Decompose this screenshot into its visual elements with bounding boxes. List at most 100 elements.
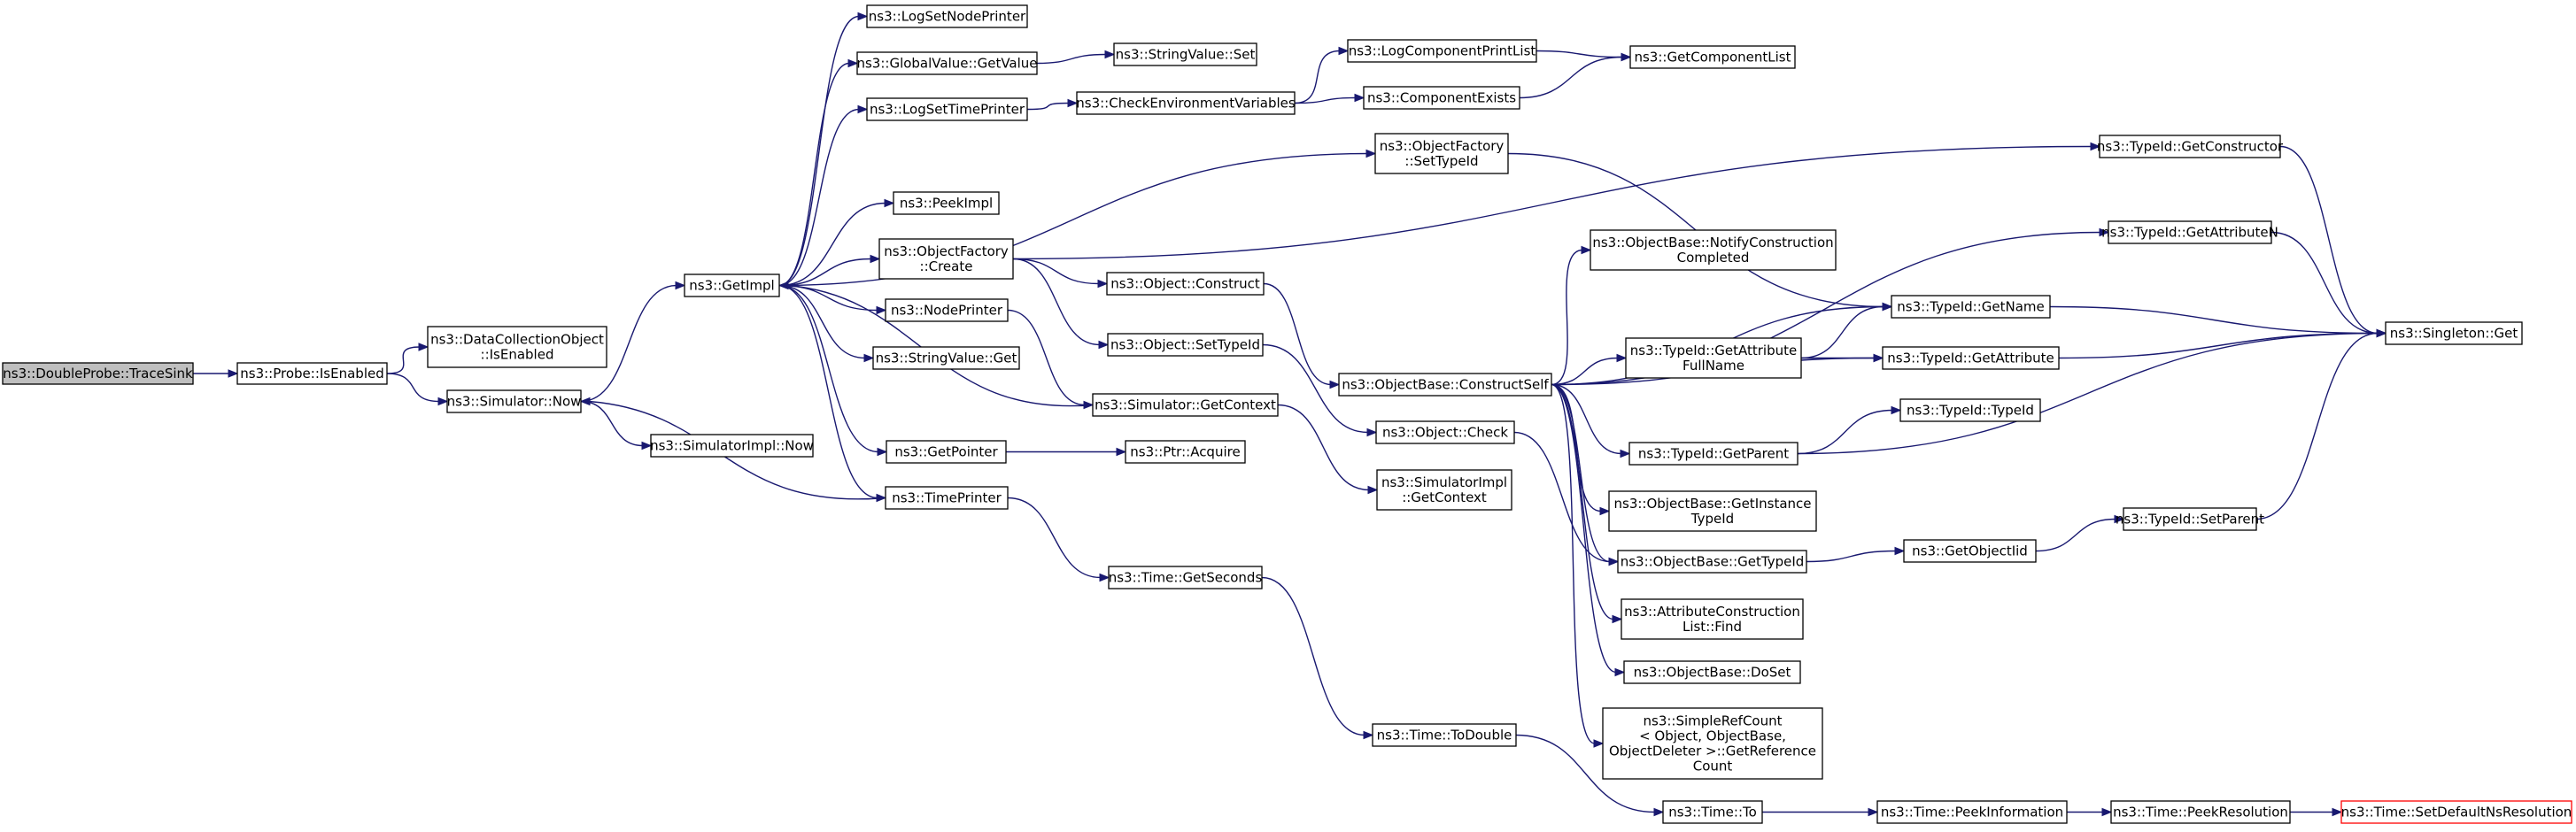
arrowhead [1621, 52, 1632, 62]
node-box [2123, 507, 2257, 531]
arrowhead [777, 281, 789, 290]
arrowhead [1882, 302, 1893, 312]
call-edge [1294, 96, 1357, 104]
arrowhead [1608, 557, 1620, 566]
graph-node-nodePrinter[interactable]: ns3::NodePrinter [885, 298, 1009, 322]
graph-node-obNotify[interactable]: ns3::ObjectBase::NotifyConstructionCompl… [1590, 229, 1837, 271]
call-edge [1797, 409, 1893, 455]
graph-node-isEnabled[interactable]: ns3::Probe::IsEnabled [236, 362, 388, 385]
graph-node-timeSetDefault[interactable]: ns3::Time::SetDefaultNsResolution [2340, 800, 2572, 824]
arrowhead [675, 281, 686, 290]
graph-node-simImplNow[interactable]: ns3::SimulatorImpl::Now [650, 434, 814, 458]
graph-node-getImpl[interactable]: ns3::GetImpl [684, 273, 780, 297]
graph-node-tidGetParent[interactable]: ns3::TypeId::GetParent [1628, 442, 1799, 466]
graph-node-tidTypeId[interactable]: ns3::TypeId::TypeId [1899, 398, 2041, 422]
call-edge [1513, 431, 1611, 563]
graph-node-ptrAcquire[interactable]: ns3::Ptr::Acquire [1125, 440, 1246, 464]
graph-node-tidGetName[interactable]: ns3::TypeId::GetName [1891, 295, 2051, 319]
graph-node-simImplGetContext[interactable]: ns3::SimulatorImpl::GetContext [1376, 469, 1512, 511]
graph-node-tidSetParent[interactable]: ns3::TypeId::SetParent [2116, 507, 2264, 531]
graph-node-logCompPrintList[interactable]: ns3::LogComponentPrintList [1347, 39, 1537, 63]
graph-node-tidGetAttribute[interactable]: ns3::TypeId::GetAttribute [1882, 346, 2060, 370]
graph-node-timeGetSeconds[interactable]: ns3::Time::GetSeconds [1108, 566, 1263, 589]
arrowhead [2101, 807, 2113, 817]
call-edge [2035, 518, 2116, 552]
graph-node-objCheck[interactable]: ns3::Object::Check [1375, 420, 1515, 444]
call-edge [1551, 357, 1619, 386]
arrowhead [228, 369, 239, 378]
arrowhead [2090, 142, 2101, 151]
node-label: ::IsEnabled [481, 346, 554, 362]
call-edge [386, 346, 421, 374]
call-edge [1551, 249, 1583, 386]
graph-node-checkEnv[interactable]: ns3::CheckEnvironmentVariables [1076, 91, 1296, 115]
call-edge [1262, 343, 1369, 434]
graph-node-objConstruct[interactable]: ns3::Object::Construct [1106, 272, 1265, 296]
node-label: ns3::ObjectBase::DoSet [1634, 664, 1791, 680]
call-edge [580, 284, 677, 403]
call-edge [588, 400, 886, 500]
node-label: ::SetTypeId [1404, 153, 1478, 169]
node-label: List::Find [1683, 619, 1742, 635]
node-label: ns3::LogComponentPrintList [1349, 42, 1536, 58]
arrowhead [1099, 573, 1110, 582]
graph-node-logSetNodePrinter[interactable]: ns3::LogSetNodePrinter [866, 4, 1028, 28]
call-edge [778, 202, 886, 287]
arrowhead [1868, 807, 1879, 817]
graph-node-gvGetValue[interactable]: ns3::GlobalValue::GetValue [856, 51, 1038, 75]
arrowhead [1116, 447, 1127, 457]
graph-node-traceSink[interactable]: ns3::DoubleProbe::TraceSink [2, 362, 194, 385]
node-box [893, 191, 1000, 215]
graph-node-svSet[interactable]: ns3::StringValue::Set [1113, 42, 1257, 66]
graph-node-obGetTypeId[interactable]: ns3::ObjectBase::GetTypeId [1617, 550, 1807, 574]
graph-node-timePeekInfo[interactable]: ns3::Time::PeekInformation [1876, 800, 2068, 824]
graph-node-ofSetTypeId[interactable]: ns3::ObjectFactory::SetTypeId [1374, 133, 1509, 174]
graph-node-obDoSet[interactable]: ns3::ObjectBase::DoSet [1623, 660, 1801, 684]
node-box [1106, 272, 1265, 296]
graph-node-tidGetAttributeN[interactable]: ns3::TypeId::GetAttributeN [2101, 220, 2278, 244]
arrowhead [2099, 227, 2110, 237]
call-edge [778, 284, 879, 453]
node-label: ns3::SimulatorImpl::Now [650, 437, 814, 453]
graph-node-tidGetConstructor[interactable]: ns3::TypeId::GetConstructor [2097, 135, 2284, 158]
graph-node-getCompList[interactable]: ns3::GetComponentList [1629, 45, 1796, 69]
node-box [2340, 800, 2572, 824]
graph-node-compExists[interactable]: ns3::ComponentExists [1363, 86, 1520, 110]
node-label: ns3::LogSetTimePrinter [870, 101, 1025, 117]
node-label: ns3::TypeId::GetConstructor [2097, 138, 2284, 154]
node-box [427, 326, 607, 368]
node-label: ns3::TypeId::SetParent [2116, 511, 2264, 527]
graph-node-logSetTimePrinter[interactable]: ns3::LogSetTimePrinter [866, 97, 1028, 121]
graph-node-obConstructSelf[interactable]: ns3::ObjectBase::ConstructSelf [1338, 373, 1552, 397]
graph-node-timeTo[interactable]: ns3::Time::To [1662, 800, 1763, 824]
graph-node-timePrinter[interactable]: ns3::TimePrinter [885, 486, 1009, 510]
node-box [446, 389, 582, 413]
graph-node-srcGetRef[interactable]: ns3::SimpleRefCount< Object, ObjectBase,… [1602, 707, 1823, 780]
node-label: ns3::ObjectBase::ConstructSelf [1342, 376, 1549, 392]
graph-node-simGetContext[interactable]: ns3::Simulator::GetContext [1092, 393, 1279, 417]
graph-node-ofCreate[interactable]: ns3::ObjectFactory::Create [878, 238, 1014, 280]
graph-node-objSetTypeId[interactable]: ns3::Object::SetTypeId [1107, 333, 1264, 357]
graph-node-simNow[interactable]: ns3::Simulator::Now [446, 389, 582, 413]
graph-node-dcoIsEnabled[interactable]: ns3::DataCollectionObject::IsEnabled [427, 326, 607, 368]
graph-node-getPointer[interactable]: ns3::GetPointer [886, 440, 1007, 464]
node-label: ns3::ObjectBase::NotifyConstruction [1592, 235, 1833, 250]
arrowhead [1097, 279, 1109, 289]
graph-node-singletonGet[interactable]: ns3::Singleton::Get [2385, 321, 2523, 345]
call-edge [1519, 56, 1623, 99]
graph-node-peekImpl[interactable]: ns3::PeekImpl [893, 191, 1000, 215]
node-label: ObjectDeleter >::GetReference [1609, 743, 1816, 759]
node-box [2110, 800, 2291, 824]
graph-node-timeToDouble[interactable]: ns3::Time::ToDouble [1372, 723, 1517, 747]
node-box [1338, 373, 1552, 397]
node-label: FullName [1683, 358, 1744, 374]
graph-node-svGet[interactable]: ns3::StringValue::Get [872, 346, 1020, 370]
node-label: ns3::DoubleProbe::TraceSink [3, 366, 193, 381]
graph-node-timePeekRes[interactable]: ns3::Time::PeekResolution [2110, 800, 2291, 824]
graph-node-getObjectIid[interactable]: ns3::GetObjectIid [1903, 539, 2037, 563]
node-label: ns3::Time::PeekResolution [2113, 804, 2288, 820]
